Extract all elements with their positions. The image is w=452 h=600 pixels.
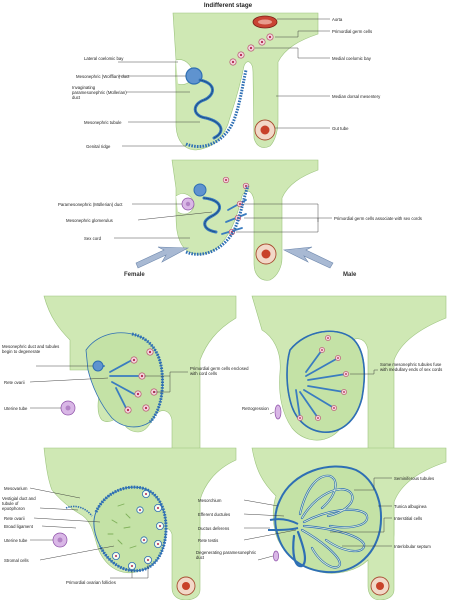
degenerating-duct: [273, 550, 279, 562]
label-paramesonephric-duct: Paramesonephric (Müllerian) duct: [58, 202, 123, 207]
mesonephric-duct-1: [185, 67, 203, 85]
indifferent-mesenchyme: [172, 12, 319, 151]
label-mesonephric-duct: Mesonephric (Wolffian) duct: [76, 74, 130, 79]
female-late-stroma-dashes: [107, 503, 137, 549]
title-indifferent-stage: Indifferent stage: [204, 2, 253, 9]
label-median-dorsal-mesentery: Median dorsal mesentery: [332, 94, 381, 99]
label-rete-ovarii-2: Rete ovarii: [4, 516, 25, 521]
label-male-tubules-fuse: Some mesonephric tubules fuse with medul…: [380, 362, 443, 373]
panel-female-late: Mesovarium Vestigial duct and tubule of …: [2, 447, 237, 600]
mesonephric-duct-2: [193, 183, 207, 197]
label-retrogression: Retrogression: [242, 406, 269, 411]
aorta-lumen: [258, 19, 272, 25]
label-interlobular-septum: Interlobular septum: [394, 544, 431, 549]
label-lateral-coelomic-bay: Lateral coelomic bay: [84, 56, 124, 61]
label-germ-cells-associate: Primordial germ cells associate with sex…: [334, 216, 422, 221]
label-degenerating-duct: Degenerating paramesonephric duct: [196, 550, 257, 561]
label-genital-ridge: Genital ridge: [86, 144, 111, 149]
label-rete-testis: Rete testis: [198, 538, 218, 543]
label-invaginating-duct: Invaginating paramesonephric (Müllerian)…: [72, 85, 127, 101]
primordial-germ-cells-1: [229, 33, 274, 66]
label-gut-tube: Gut tube: [332, 126, 349, 131]
label-primordial-germ-cells: Primordial germ cells: [332, 29, 372, 34]
label-female-germ-enclosed: Primordial germ cells enclosed with cord…: [190, 366, 249, 377]
label-seminiferous-tubules: Seminiferous tubules: [394, 476, 434, 481]
female-arrow: [135, 246, 190, 269]
genital-ridge-2: [185, 185, 250, 256]
gut-tube-male-late: [370, 576, 390, 596]
label-female-degenerate: Mesonephric duct and tubules begin to de…: [2, 344, 60, 355]
label-female: Female: [124, 272, 145, 278]
gut-tube-2: [255, 243, 277, 265]
gut-tube-female-late: [176, 576, 196, 596]
label-ductus-deferens: Ductus deferens: [198, 526, 229, 531]
seminiferous-tubule-inner: [299, 475, 368, 568]
label-male: Male: [343, 272, 357, 278]
branch-arrows: Female Male: [124, 246, 357, 278]
vestigial-duct: [65, 505, 93, 517]
label-efferent-ductules: Efferent ductules: [198, 512, 230, 517]
panel-indifferent-stage: Indifferent stage: [72, 2, 381, 151]
label-vestigial-duct: Vestigial duct and tubule of epoöphoron: [2, 496, 36, 512]
label-broad-ligament: Broad ligament: [4, 524, 34, 529]
label-stromal-cells: Stromal cells: [4, 558, 29, 563]
label-uterine-tube-1: Uterine tube: [4, 406, 28, 411]
label-tunica-albuginea: Tunica albuginea: [394, 504, 427, 509]
panel-sex-cord-stage: Paramesonephric (Müllerian) duct Mesonep…: [58, 159, 422, 281]
genital-ridge-1: [185, 69, 248, 148]
label-aorta: Aorta: [332, 17, 343, 22]
label-mesorchium: Mesorchium: [198, 498, 222, 503]
label-medial-coelomic-bay: Medial coelomic bay: [332, 56, 372, 61]
male-early-retrogression: [274, 404, 282, 420]
male-early-cords: [295, 335, 349, 421]
female-early-mesonephric-duct: [92, 360, 104, 372]
label-uterine-tube-2: Uterine tube: [4, 538, 28, 543]
female-late-uterine-tube: [52, 532, 68, 548]
male-arrow: [282, 246, 334, 269]
label-mesonephric-tubule: Mesonephric tubule: [84, 120, 122, 125]
label-mesonephric-glomerulus: Mesonephric glomerulus: [66, 218, 113, 223]
gut-tube-1: [254, 119, 276, 141]
ductus-deferens: [267, 527, 299, 531]
efferent-ductules: [269, 518, 299, 525]
panel-male-late: Seminiferous tubules Mesorchium Efferent…: [196, 447, 447, 600]
label-rete-ovarii-1: Rete ovarii: [4, 380, 25, 385]
female-early-uterine-tube: [60, 400, 76, 416]
label-interstitial-cells: Interstitial cells: [394, 516, 422, 521]
label-primordial-follicles: Primordial ovarian follicles: [66, 580, 116, 585]
label-mesovarium: Mesovarium: [4, 486, 28, 491]
primordial-follicles: [112, 489, 164, 571]
sex-cord-mesenchyme: [171, 159, 319, 281]
label-sex-cord: Sex cord: [84, 236, 102, 241]
